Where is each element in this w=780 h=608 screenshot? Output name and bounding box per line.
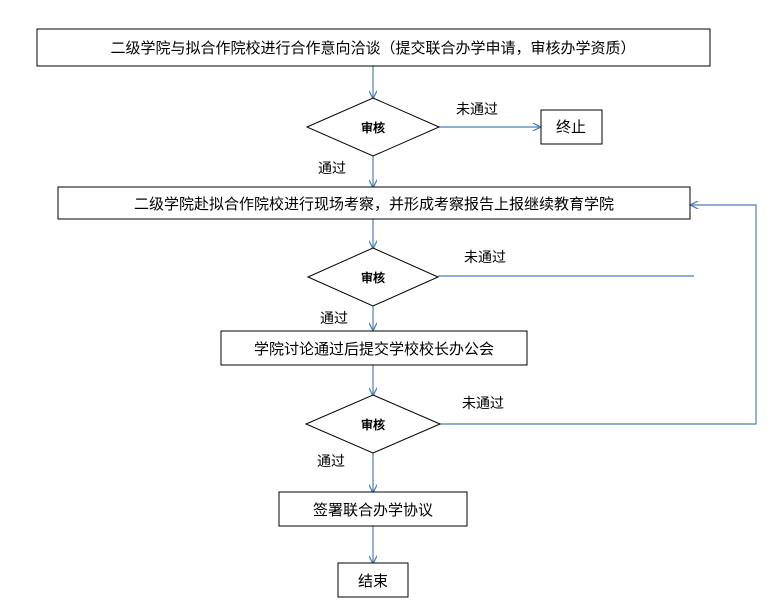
review3-pass-label: 通过 — [317, 454, 345, 470]
terminate-box — [540, 109, 603, 145]
step2-box — [57, 186, 691, 220]
review2-diamond — [306, 247, 440, 307]
review2-text: 审核 — [361, 270, 385, 285]
edge-review3-fail-loop — [440, 205, 757, 425]
review3-fail-label: 未通过 — [462, 396, 504, 412]
step3-text: 学院讨论通过后提交学校校长办公会 — [254, 340, 494, 358]
step3-box — [220, 330, 528, 366]
end-text: 结束 — [358, 572, 388, 590]
terminate-text: 终止 — [556, 118, 586, 136]
end-box — [337, 562, 409, 598]
review1-diamond — [305, 97, 441, 157]
step1-text: 二级学院与拟合作院校进行合作意向洽谈（提交联合办学申请，审核办学资质） — [110, 39, 635, 57]
review2-pass-label: 通过 — [320, 311, 348, 327]
step1-box — [36, 28, 711, 67]
step4-text: 签署联合办学协议 — [313, 501, 433, 519]
review1-fail-label: 未通过 — [456, 102, 498, 118]
review3-text: 审核 — [361, 417, 385, 432]
review1-text: 审核 — [361, 120, 385, 135]
review2-fail-label: 未通过 — [464, 250, 506, 266]
review3-diamond — [304, 394, 442, 454]
review1-pass-label: 通过 — [318, 161, 346, 177]
step4-box — [278, 491, 468, 527]
step2-text: 二级学院赴拟合作院校进行现场考察，并形成考察报告上报继续教育学院 — [134, 195, 614, 213]
